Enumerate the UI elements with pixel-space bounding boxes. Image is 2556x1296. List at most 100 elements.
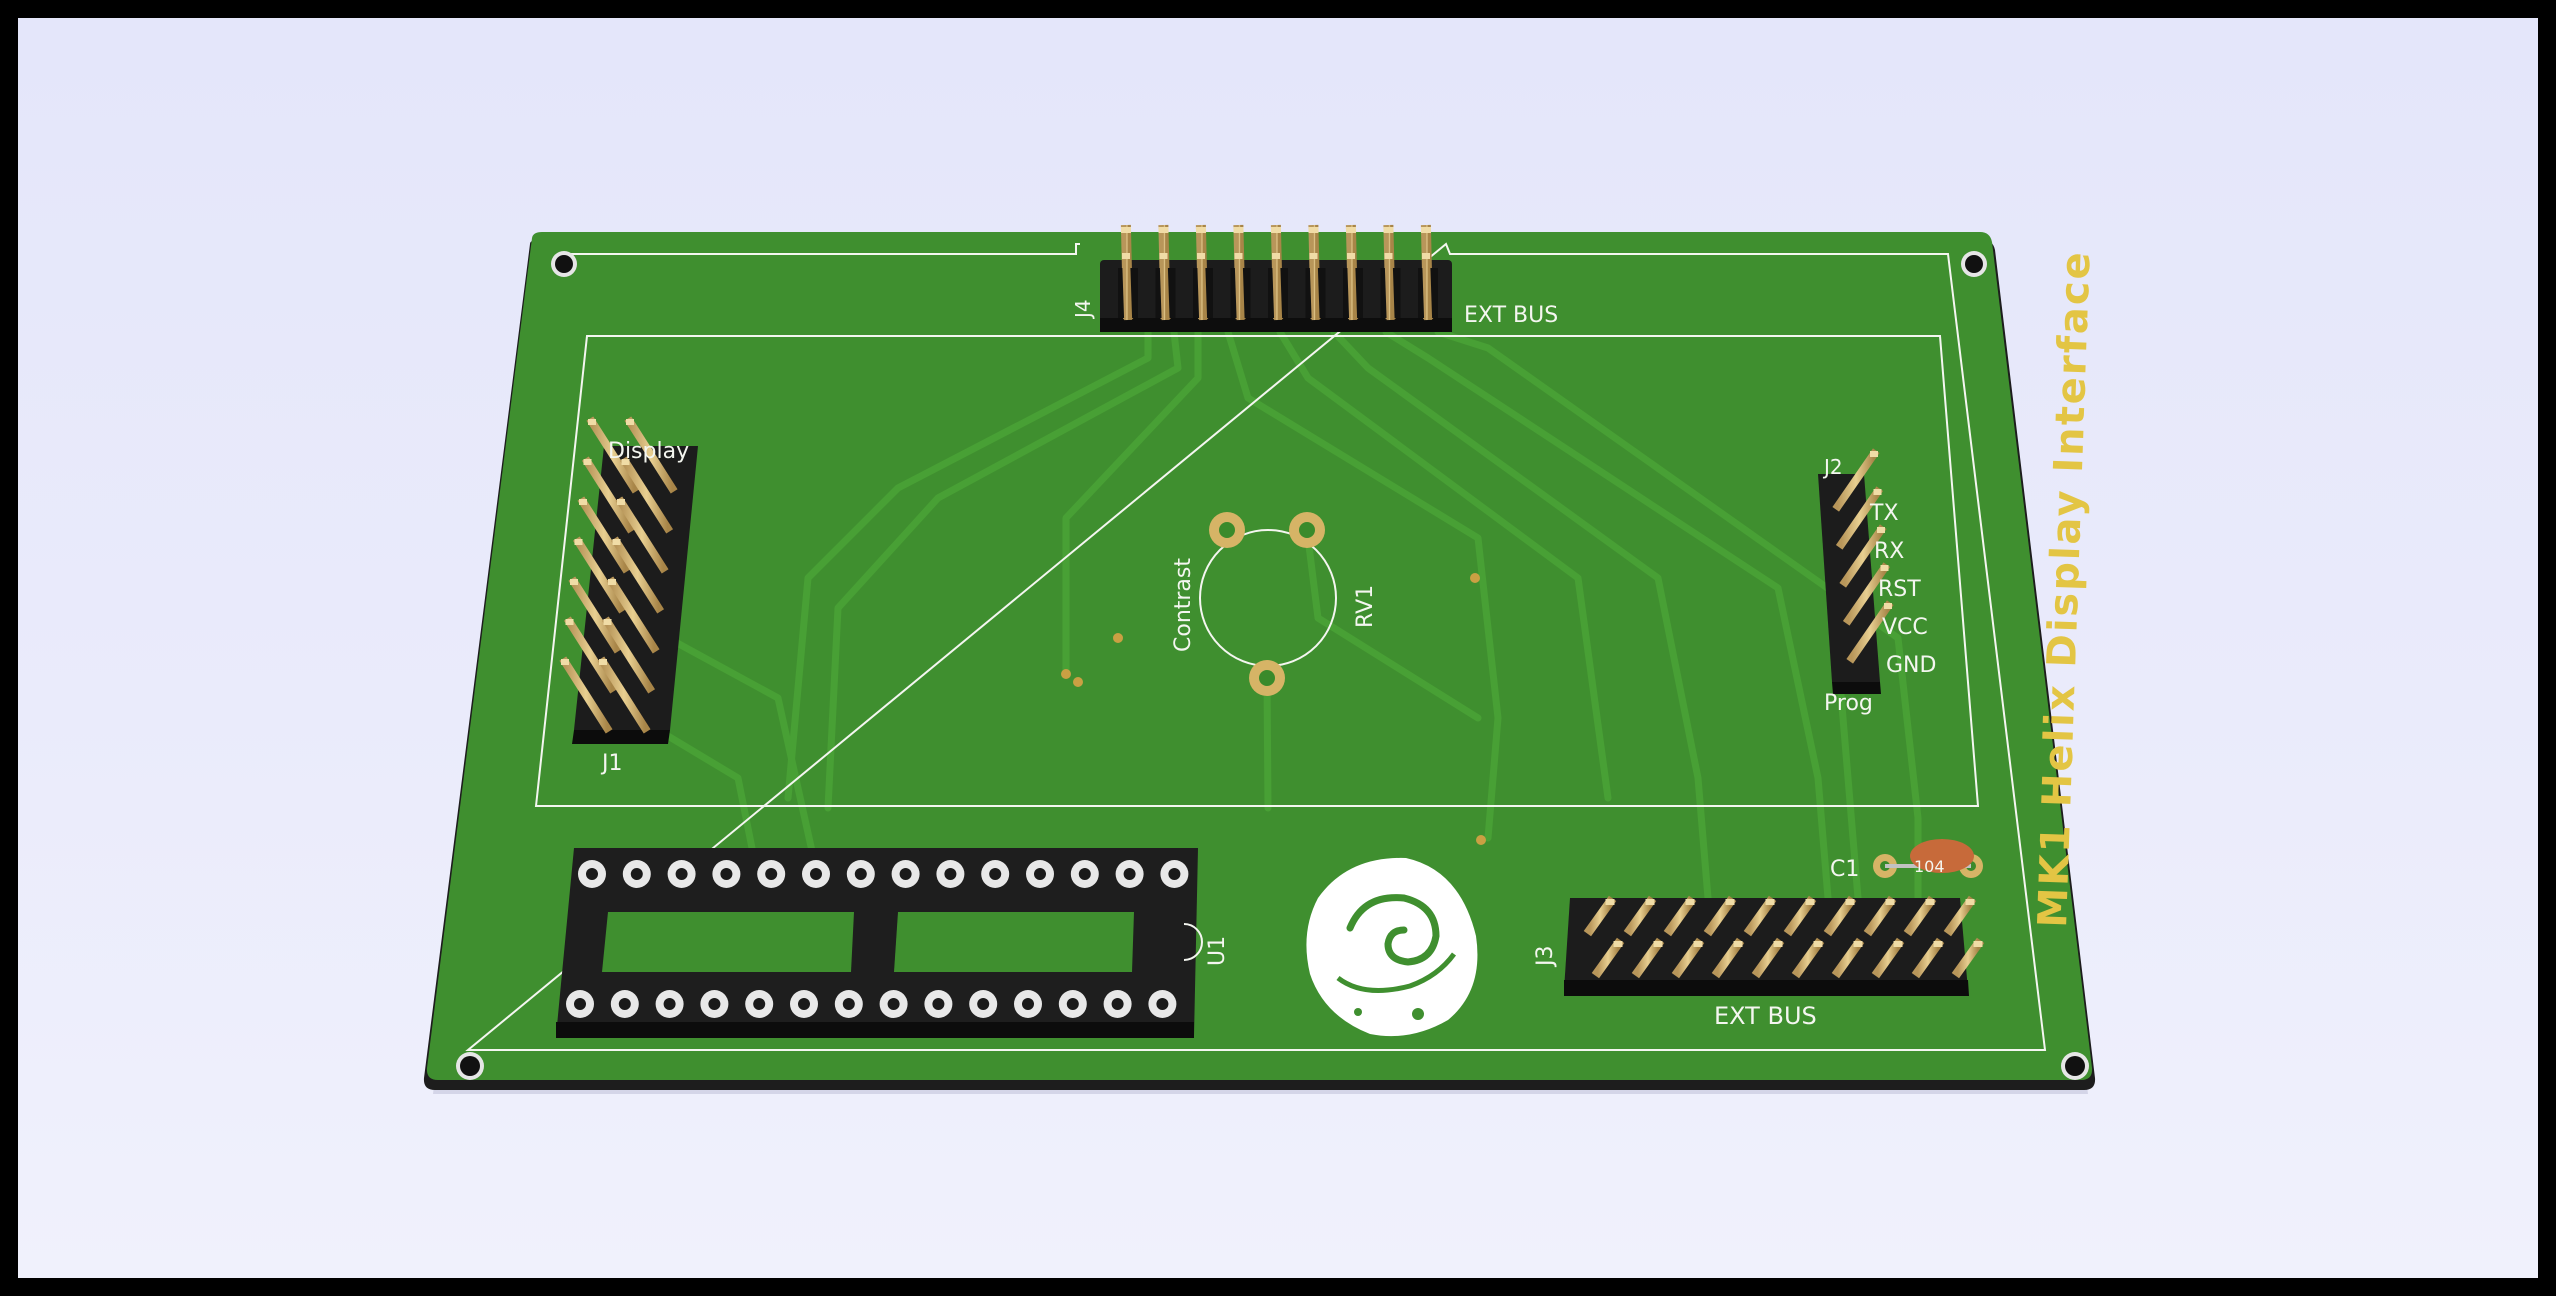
header-pin-tip: [1893, 941, 1903, 947]
j4-ext-bus-label: EXT BUS: [1464, 303, 1558, 328]
j2-ref-label: J2: [1822, 455, 1843, 479]
header-pin-tip: [621, 459, 630, 465]
header-pin: [1121, 251, 1133, 321]
header-pin: [1271, 251, 1283, 321]
header-pin-tip: [1873, 489, 1882, 495]
copper-trace: [664, 634, 822, 882]
header-pin-tip: [1965, 899, 1975, 905]
header-pin-tip: [1383, 227, 1394, 233]
header-pin: [1711, 937, 1745, 979]
header-pin-tip: [1933, 941, 1943, 947]
header-pin: [1943, 895, 1977, 937]
display-outline-silk: [534, 335, 1980, 807]
header-pin-tip: [1158, 227, 1169, 233]
header-pin-tip: [583, 459, 592, 465]
ic-socket-u1[interactable]: U1: [556, 848, 1230, 1038]
header-pin-tip: [1613, 941, 1623, 947]
header-pin: [577, 496, 631, 574]
header-pin-tip: [603, 619, 612, 625]
header-pin: [1839, 524, 1887, 588]
header-pin-tip: [1159, 253, 1168, 259]
j4-ref-label: J4: [1071, 299, 1095, 320]
header-pin: [1159, 251, 1170, 321]
snail-shell-logo-icon: [1306, 857, 1478, 1037]
header-pin: [581, 456, 636, 534]
capacitor-c1[interactable]: 104 C1: [1830, 839, 1983, 882]
header-pin-tip: [1845, 899, 1855, 905]
header-pin: [1346, 251, 1358, 321]
copper-trace: [1263, 674, 1272, 812]
copper-trace: [1434, 328, 1922, 902]
header-pin: [1196, 251, 1208, 321]
header-pin: [1863, 895, 1897, 937]
j2-pin-label-rx: RX: [1874, 539, 1904, 564]
header-pin-tip: [1421, 227, 1431, 233]
header-pin: [1911, 937, 1945, 979]
header-pin-tip: [1422, 253, 1430, 259]
header-pin: [1743, 895, 1777, 937]
header-pin-tip: [1877, 527, 1885, 533]
j2-pin-label-tx: TX: [1869, 501, 1899, 526]
copper-trace: [634, 714, 762, 882]
header-pin: [1384, 251, 1395, 321]
header-pin-tip: [612, 539, 621, 545]
header-pin-tip: [1685, 899, 1695, 905]
header-pin-tip: [1197, 253, 1205, 259]
header-pin-tip: [599, 659, 607, 665]
header-pin: [1751, 937, 1785, 979]
header-pin: [619, 456, 674, 534]
header-pin: [1831, 937, 1865, 979]
header-j1[interactable]: Display J1: [559, 416, 698, 776]
header-pin-tip: [1880, 565, 1889, 571]
header-pin: [1791, 937, 1825, 979]
header-pin: [586, 416, 640, 494]
header-pin-tip: [617, 499, 625, 505]
j1-ref-label: J1: [600, 751, 623, 776]
header-pin-tip: [1122, 253, 1130, 259]
header-pin-tip: [1605, 899, 1615, 905]
header-pin-tip: [1773, 941, 1783, 947]
header-pin: [1591, 937, 1625, 979]
header-pin: [1783, 895, 1817, 937]
header-pin-tip: [626, 419, 634, 425]
c1-ref-label: C1: [1830, 857, 1859, 882]
header-j4[interactable]: J4 EXT BUS: [1071, 224, 1558, 332]
header-pin-tip: [579, 499, 587, 505]
j2-pin-label-rst: RST: [1878, 577, 1921, 602]
header-pin: [597, 656, 651, 734]
header-pin-tip: [1346, 227, 1356, 233]
potentiometer-rv1[interactable]: Contrast RV1: [1171, 512, 1378, 696]
header-pin: [606, 576, 660, 654]
header-pin: [610, 536, 665, 614]
header-pin-tip: [1725, 899, 1735, 905]
vias: [1061, 573, 1486, 845]
c1-value-label: 104: [1914, 857, 1945, 876]
copper-trace: [1834, 654, 1862, 902]
header-j3[interactable]: J3 EXT BUS: [1533, 895, 1985, 1030]
header-pin: [1623, 895, 1657, 937]
j2-pin-label-gnd: GND: [1886, 653, 1936, 678]
header-pin-tip: [574, 539, 583, 545]
copper-trace: [784, 328, 1152, 802]
header-pin-tip: [561, 659, 569, 665]
header-pin-tip: [565, 619, 574, 625]
header-pin-tip: [1347, 253, 1355, 259]
header-pin-tip: [1653, 941, 1663, 947]
j3-ext-bus-label: EXT BUS: [1714, 1002, 1817, 1030]
header-pin: [1583, 895, 1617, 937]
header-pin: [1903, 895, 1937, 937]
board-title-label: MK1 Helix Display Interface: [2030, 249, 2100, 928]
header-pin: [1703, 895, 1737, 937]
j2-prog-label: Prog: [1824, 691, 1873, 716]
header-pin-tip: [570, 579, 578, 585]
rv1-ref-label: RV1: [1353, 585, 1378, 628]
header-pin-tip: [1925, 899, 1935, 905]
header-pin-tip: [588, 419, 596, 425]
header-pin-tip: [1733, 941, 1743, 947]
header-pin: [1835, 486, 1884, 550]
header-pin-tip: [1234, 253, 1243, 259]
header-pin: [1309, 251, 1320, 321]
copper-traces: [634, 328, 1922, 902]
